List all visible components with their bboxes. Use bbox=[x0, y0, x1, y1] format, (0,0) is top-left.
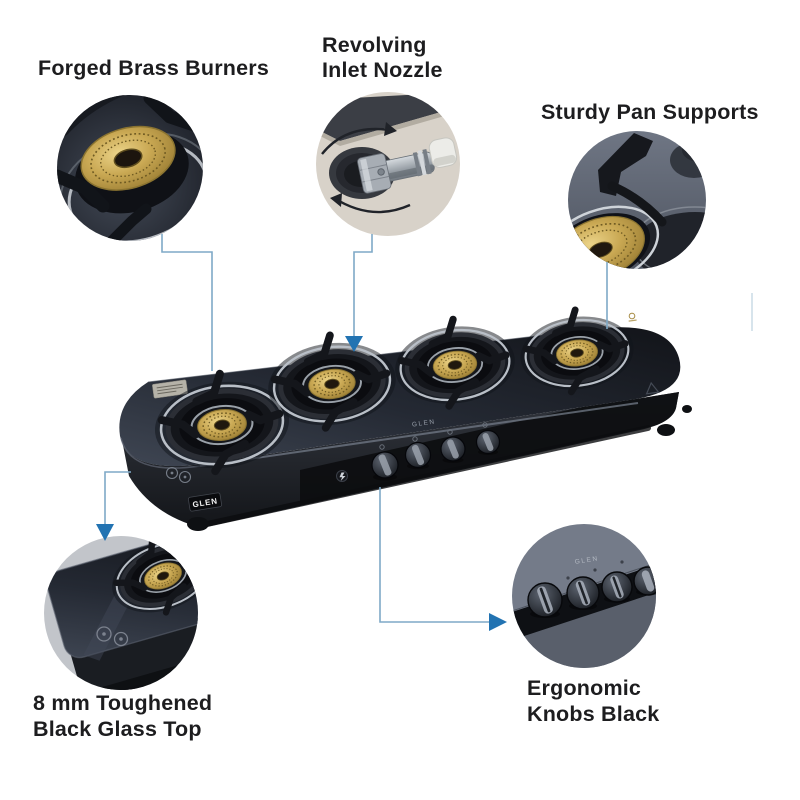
glass-top-photo bbox=[44, 536, 198, 690]
warning-triangle-icon bbox=[645, 381, 660, 395]
label-line: Knobs Black bbox=[527, 702, 660, 726]
label-8mm-toughened-glass: 8 mm Toughened Black Glass Top bbox=[33, 690, 212, 742]
glen-logo-badge: GLEN bbox=[187, 492, 223, 512]
certification-marks-closeup bbox=[96, 626, 129, 647]
stove-foot-left bbox=[187, 517, 209, 531]
glen-knob-panel-print: GLEN bbox=[574, 555, 599, 566]
nozzle bbox=[357, 137, 458, 194]
arrowhead-knobs bbox=[489, 613, 507, 631]
label-ergonomic-knobs: Ergonomic Knobs Black bbox=[527, 675, 659, 727]
connector-glass-top bbox=[104, 471, 131, 524]
brass-burner-photo bbox=[57, 95, 203, 241]
arrowhead-glass-top bbox=[96, 524, 114, 541]
label-line: Black Glass Top bbox=[33, 717, 202, 741]
stove-knobs bbox=[371, 429, 501, 481]
arrowhead-inlet-nozzle bbox=[345, 336, 363, 352]
pan-support-photo bbox=[568, 131, 706, 269]
certification-marks bbox=[165, 466, 192, 484]
svg-text:GLEN: GLEN bbox=[192, 496, 219, 509]
label-line: Revolving bbox=[322, 33, 427, 57]
connector-arrowheads bbox=[96, 336, 507, 631]
label-line: Sturdy Pan Supports bbox=[541, 100, 759, 124]
stove-foot-right bbox=[657, 424, 675, 436]
stove-product-image: GLEN bbox=[119, 303, 692, 531]
label-line: Ergonomic bbox=[527, 676, 642, 700]
label-revolving-inlet-nozzle: Revolving Inlet Nozzle bbox=[322, 33, 443, 83]
pan-support-arm bbox=[598, 133, 653, 196]
connector-inlet-nozzle bbox=[353, 234, 373, 336]
label-forged-brass-burners: Forged Brass Burners bbox=[38, 56, 269, 81]
spark-button bbox=[336, 470, 348, 482]
callout-connectors bbox=[104, 234, 753, 623]
label-line: Forged Brass Burners bbox=[38, 56, 270, 80]
rotation-arrows bbox=[321, 127, 411, 214]
spec-sticker bbox=[152, 379, 188, 399]
knob-indicator-marks bbox=[379, 422, 488, 450]
glen-glass-print: GLEN bbox=[412, 418, 436, 428]
brand-emblem-gold bbox=[628, 312, 637, 322]
knobs-photo: GLEN bbox=[512, 524, 656, 668]
label-line: Inlet Nozzle bbox=[322, 58, 443, 82]
knobs-closeup bbox=[527, 566, 656, 618]
connector-brass-burners bbox=[161, 234, 213, 371]
label-line: 8 mm Toughened bbox=[33, 691, 213, 715]
connector-knobs bbox=[379, 487, 489, 623]
inlet-nozzle-photo bbox=[316, 92, 460, 236]
label-sturdy-pan-supports: Sturdy Pan Supports bbox=[541, 100, 759, 125]
